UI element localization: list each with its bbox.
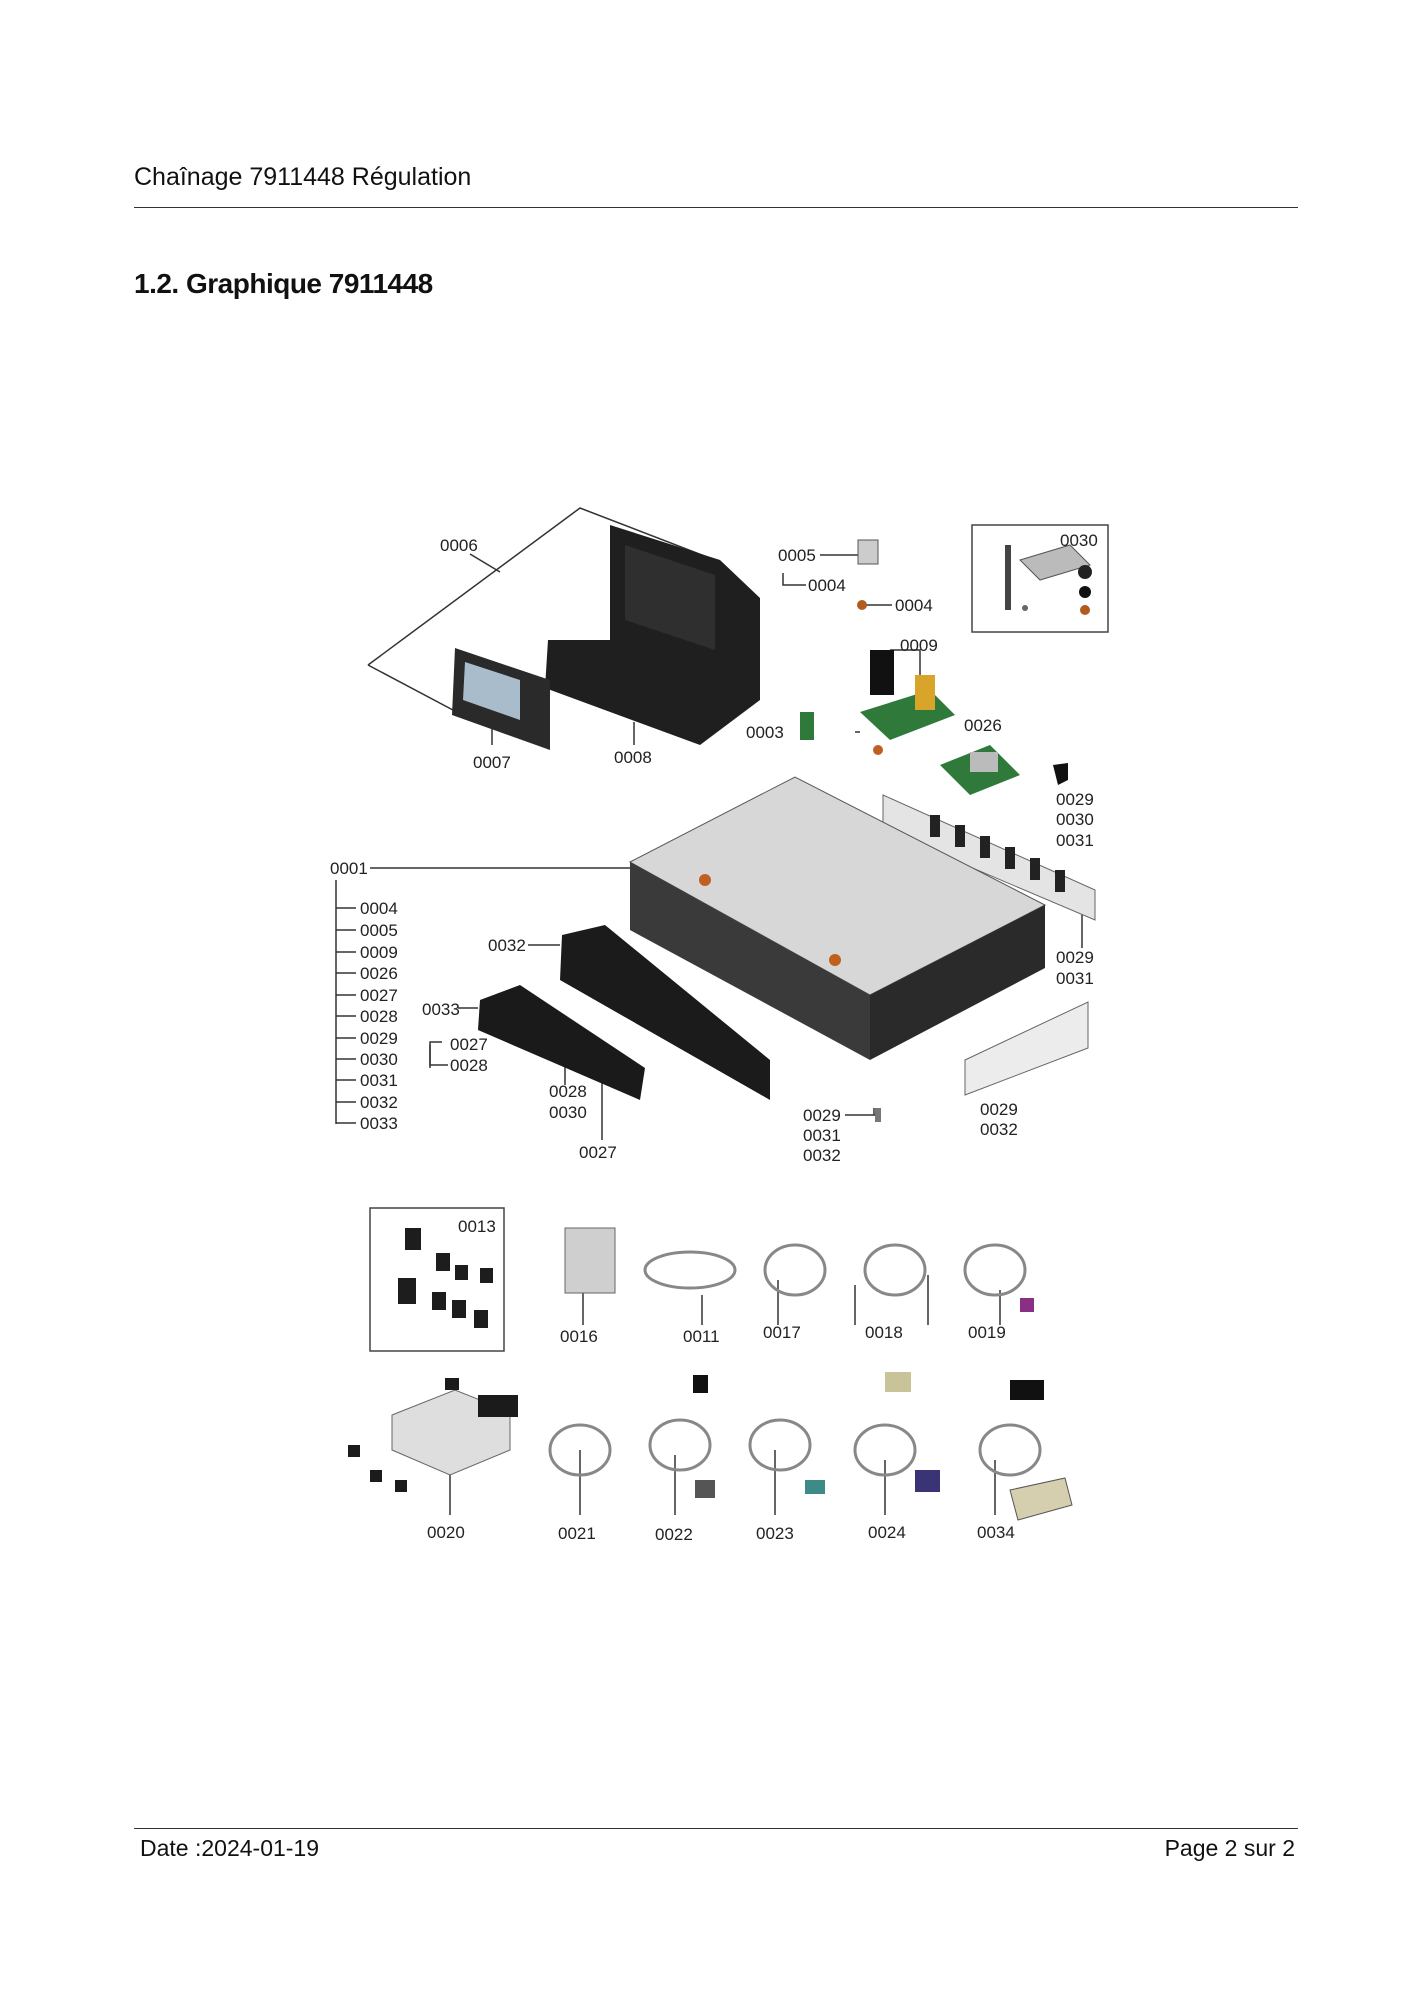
callout-0028: 0028 <box>450 1056 488 1075</box>
list-0026: 0026 <box>360 964 398 983</box>
list-0004: 0004 <box>360 899 398 918</box>
callout-0023: 0023 <box>756 1524 794 1543</box>
list-0029: 0029 <box>360 1029 398 1048</box>
callout-0003: 0003 <box>746 723 784 742</box>
list-0027: 0027 <box>360 986 398 1005</box>
callout-0017: 0017 <box>763 1323 801 1342</box>
callout-0030: 0030 <box>549 1103 587 1122</box>
callout-0006: 0006 <box>440 536 478 555</box>
callout-0032: 0032 <box>803 1146 841 1165</box>
list-0028: 0028 <box>360 1007 398 1026</box>
list-0009: 0009 <box>360 943 398 962</box>
callout-0004: 0004 <box>808 576 846 595</box>
callout-0020: 0020 <box>427 1523 465 1542</box>
footer-page-number: Page 2 sur 2 <box>1164 1835 1295 1861</box>
section-title: 1.2. Graphique 7911448 <box>134 268 433 299</box>
footer-date: Date :2024-01-19 <box>140 1835 320 1861</box>
callout-0027: 0027 <box>450 1035 488 1054</box>
callout-0034: 0034 <box>977 1523 1015 1542</box>
callout-0028: 0028 <box>549 1082 587 1101</box>
callout-0029: 0029 <box>1056 790 1094 809</box>
callout-0032: 0032 <box>980 1120 1018 1139</box>
document-header-title: Chaînage 7911448 Régulation <box>134 163 472 191</box>
callout-0030: 0030 <box>1056 810 1094 829</box>
callout-0030: 0030 <box>1060 531 1098 550</box>
footer-divider <box>134 1828 1298 1829</box>
callout-0027: 0027 <box>579 1143 617 1162</box>
callout-0029: 0029 <box>1056 948 1094 967</box>
callout-0021: 0021 <box>558 1524 596 1543</box>
list-0030: 0030 <box>360 1050 398 1069</box>
callout-0001: 0001 <box>330 859 368 878</box>
callout-0016: 0016 <box>560 1327 598 1346</box>
callout-0026: 0026 <box>964 716 1002 735</box>
callout-0019: 0019 <box>968 1323 1006 1342</box>
callout-0013: 0013 <box>458 1217 496 1236</box>
list-0031: 0031 <box>360 1071 398 1090</box>
callout-0011: 0011 <box>683 1327 720 1346</box>
callout-0031: 0031 <box>1056 831 1094 850</box>
callout-0007: 0007 <box>473 753 511 772</box>
callout-0005: 0005 <box>778 546 816 565</box>
header-divider <box>134 207 1298 208</box>
callout-0018: 0018 <box>865 1323 903 1342</box>
callout-0008: 0008 <box>614 748 652 767</box>
list-0005: 0005 <box>360 921 398 940</box>
list-0033: 0033 <box>360 1114 398 1133</box>
callout-0033: 0033 <box>422 1000 460 1019</box>
callout-0029: 0029 <box>803 1106 841 1125</box>
callout-0031: 0031 <box>803 1126 841 1145</box>
list-0032: 0032 <box>360 1093 398 1112</box>
callout-0022: 0022 <box>655 1525 693 1544</box>
callout-0024: 0024 <box>868 1523 906 1542</box>
callout-0004: 0004 <box>895 596 933 615</box>
callout-0031: 0031 <box>1056 969 1094 988</box>
callout-0029: 0029 <box>980 1100 1018 1119</box>
callout-0009: 0009 <box>900 636 938 655</box>
callout-0032: 0032 <box>488 936 526 955</box>
